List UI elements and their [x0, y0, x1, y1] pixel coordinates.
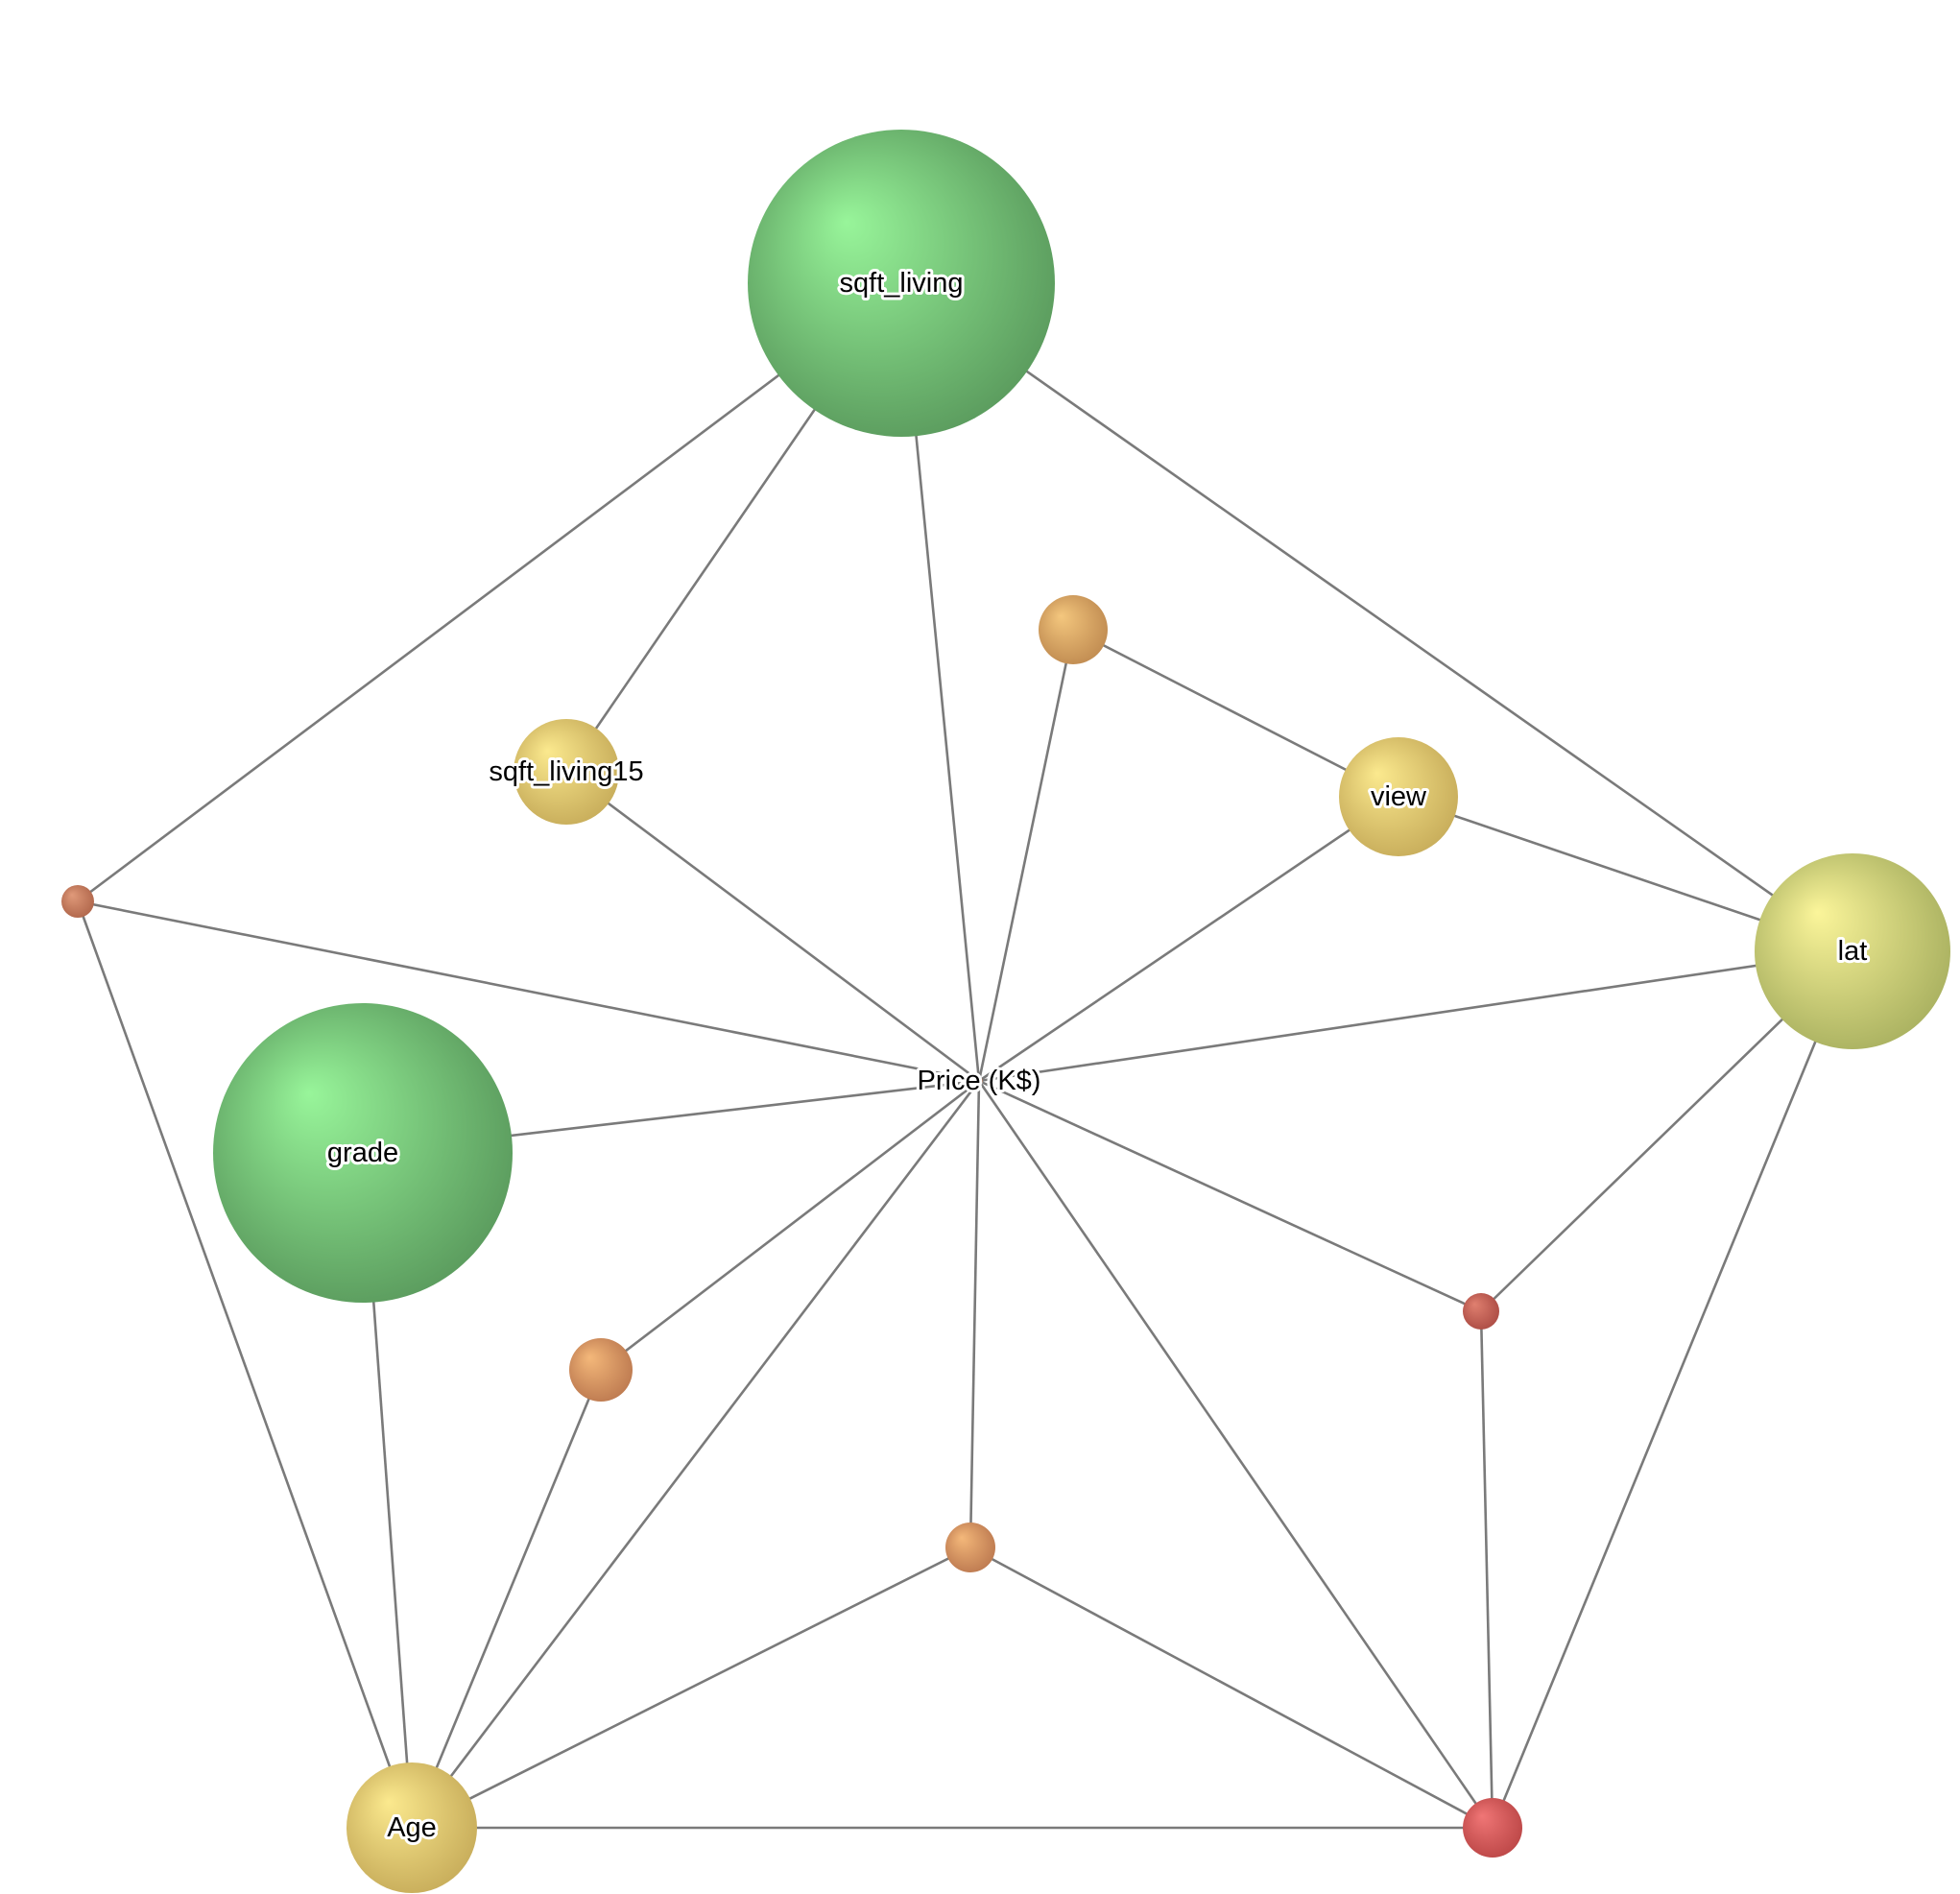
edge-n_bottom_mid-n_bottom_right: [969, 1546, 1494, 1830]
edge-sqft_living-n_left: [77, 281, 902, 903]
edge-n_right_mid-n_bottom_right: [1479, 1310, 1494, 1829]
node-n-left[interactable]: [61, 885, 94, 918]
node-label-view: view: [1371, 781, 1427, 812]
node-label-grade: grade: [327, 1138, 398, 1168]
edges-layer: [76, 281, 1854, 1830]
node-grade[interactable]: [213, 1003, 513, 1303]
nodes-layer: [61, 130, 1950, 1893]
edge-age-n_bottom_mid: [411, 1546, 971, 1830]
node-label-price: Price (K$): [918, 1066, 1041, 1096]
edge-sqft_living-lat: [900, 281, 1853, 953]
node-age[interactable]: [347, 1762, 477, 1893]
node-n-right-mid[interactable]: [1463, 1293, 1499, 1330]
node-n-bottom-mid[interactable]: [945, 1522, 995, 1572]
edge-n_lower_left-price: [600, 1079, 980, 1372]
edge-n_left-age: [76, 900, 414, 1829]
node-view[interactable]: [1339, 737, 1458, 856]
edge-sqft_living15-price: [565, 770, 980, 1083]
edge-lat-price: [978, 949, 1853, 1083]
node-sqft-living[interactable]: [748, 130, 1055, 437]
edge-view-price: [978, 795, 1399, 1083]
edge-price-n_bottom_right: [977, 1080, 1494, 1829]
edge-n_left-price: [77, 899, 980, 1083]
edge-n_top_mid-view: [1072, 628, 1399, 799]
node-label-age: Age: [387, 1812, 437, 1843]
node-lat[interactable]: [1755, 853, 1950, 1049]
edge-price-n_right_mid: [978, 1079, 1482, 1313]
node-n-bottom-right[interactable]: [1463, 1798, 1522, 1858]
node-label-sqft-living15: sqft_living15: [489, 756, 643, 787]
edge-lat-n_bottom_right: [1491, 950, 1854, 1829]
edge-n_bottom_mid-price: [968, 1080, 981, 1548]
node-sqft-living15[interactable]: [514, 719, 619, 825]
node-label-lat: lat: [1838, 936, 1868, 967]
edge-n_top_mid-price: [977, 629, 1075, 1082]
node-n-top-mid[interactable]: [1039, 595, 1108, 664]
node-price[interactable]: [975, 1077, 983, 1085]
node-label-sqft-living: sqft_living: [840, 268, 964, 299]
edge-age-price: [410, 1080, 981, 1829]
node-n-lower-left[interactable]: [569, 1338, 633, 1402]
edge-n_lower_left-age: [410, 1369, 603, 1829]
